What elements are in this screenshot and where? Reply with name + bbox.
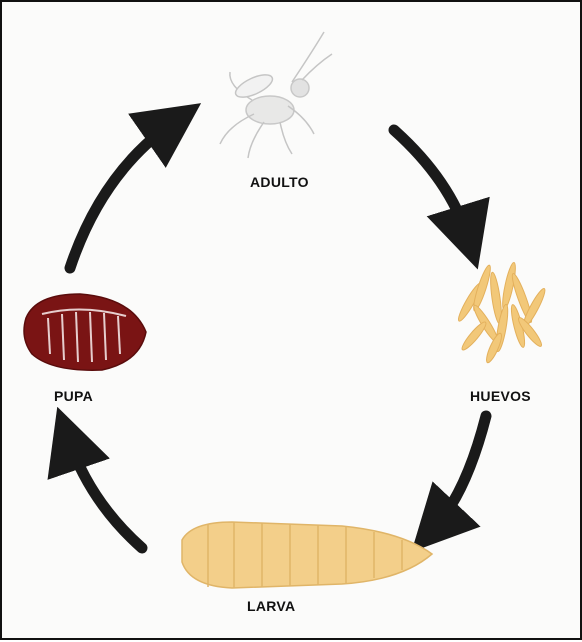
- pupa-icon: [23, 293, 147, 371]
- larva-icon: [181, 521, 434, 589]
- arrow-eggs-to-larva: [411, 410, 492, 553]
- stage-label-larva: LARVA: [247, 598, 296, 614]
- stage-label-adult: ADULTO: [250, 174, 309, 190]
- eggs-cluster-icon: [457, 262, 546, 364]
- arrow-adult-to-eggs: [388, 124, 490, 270]
- stage-label-eggs: HUEVOS: [470, 388, 531, 404]
- arrow-larva-to-pupa: [47, 406, 148, 554]
- stage-label-pupa: PUPA: [54, 388, 94, 404]
- fly-icon: [219, 31, 333, 159]
- arrow-pupa-to-adult: [64, 103, 202, 274]
